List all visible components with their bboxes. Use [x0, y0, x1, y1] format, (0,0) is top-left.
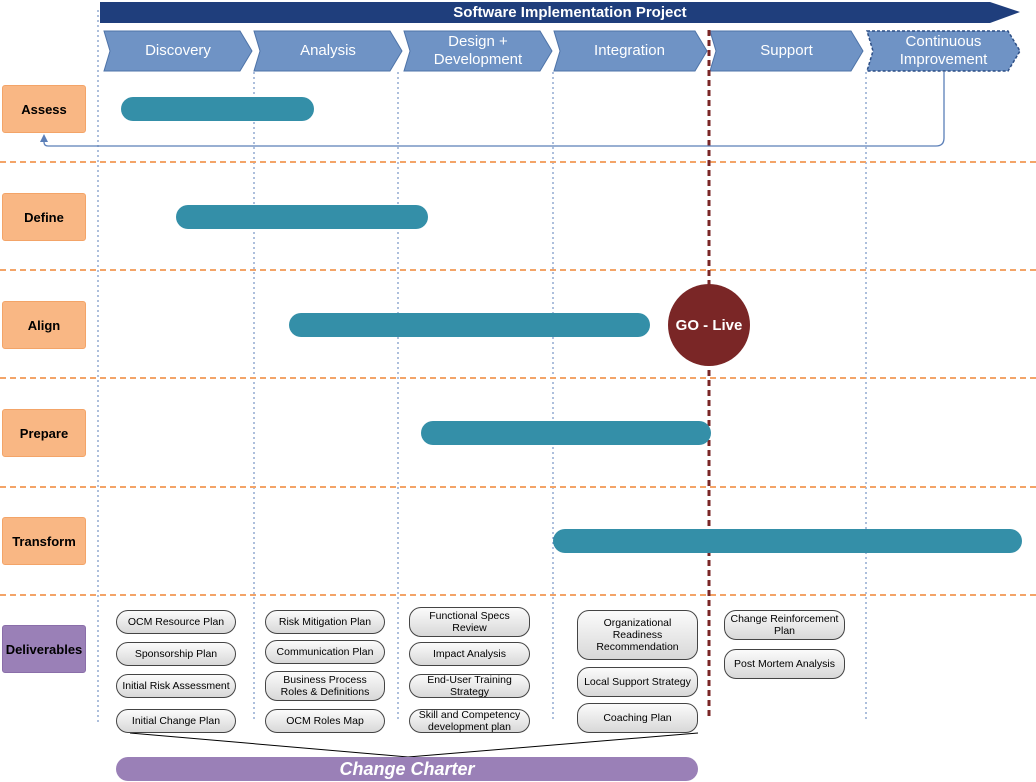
phase-chevron-design	[403, 30, 553, 72]
deliverable-item: Sponsorship Plan	[116, 642, 236, 666]
project-title-bar	[100, 2, 1020, 23]
charter-connectors	[129, 732, 699, 758]
gantt-bar-prepare	[421, 421, 711, 445]
deliverable-item: Initial Risk Assessment	[116, 674, 236, 698]
deliverable-item: Functional Specs Review	[409, 607, 530, 637]
gantt-bar-define	[176, 205, 428, 229]
change-charter-bar	[116, 757, 698, 781]
phase-chevron-integration	[553, 30, 708, 72]
row-label-transform: Transform	[2, 517, 86, 565]
deliverable-item: Coaching Plan	[577, 703, 698, 733]
go-live-circle	[668, 284, 750, 366]
row-label-deliverables: Deliverables	[2, 625, 86, 673]
row-label-assess: Assess	[2, 85, 86, 133]
change-charter-label: Change Charter	[339, 758, 475, 779]
deliverable-item: Business Process Roles & Definitions	[265, 671, 385, 701]
deliverable-item: End-User Training Strategy	[409, 674, 530, 698]
deliverable-item: OCM Roles Map	[265, 709, 385, 733]
phase-chevron-discovery	[103, 30, 253, 72]
row-label-define: Define	[2, 193, 86, 241]
deliverable-item: Risk Mitigation Plan	[265, 610, 385, 634]
deliverable-item: Organizational Readiness Recommendation	[577, 610, 698, 660]
phase-dividers	[97, 10, 867, 722]
row-separators	[0, 161, 1036, 596]
deliverable-item: Skill and Competency development plan	[409, 709, 530, 733]
gantt-bar-transform	[553, 529, 1022, 553]
project-title: Software Implementation Project	[453, 4, 687, 21]
phase-chevron-analysis	[253, 30, 403, 72]
gantt-bar-align	[289, 313, 650, 337]
gantt-bar-assess	[121, 97, 314, 121]
row-label-align: Align	[2, 301, 86, 349]
deliverable-item: Communication Plan	[265, 640, 385, 664]
deliverable-item: Change Reinforcement Plan	[724, 610, 845, 640]
deliverable-item: Impact Analysis	[409, 642, 530, 666]
go-live-label: GO - Live	[675, 316, 743, 334]
row-label-prepare: Prepare	[2, 409, 86, 457]
loop-back-arrowhead	[40, 134, 48, 142]
deliverable-item: Local Support Strategy	[577, 667, 698, 697]
deliverable-item: Post Mortem Analysis	[724, 649, 845, 679]
deliverable-item: OCM Resource Plan	[116, 610, 236, 634]
loop-back-arrow	[43, 72, 945, 147]
phase-chevron-continuous	[865, 30, 1021, 72]
deliverable-item: Initial Change Plan	[116, 709, 236, 733]
phase-chevron-support	[709, 30, 864, 72]
